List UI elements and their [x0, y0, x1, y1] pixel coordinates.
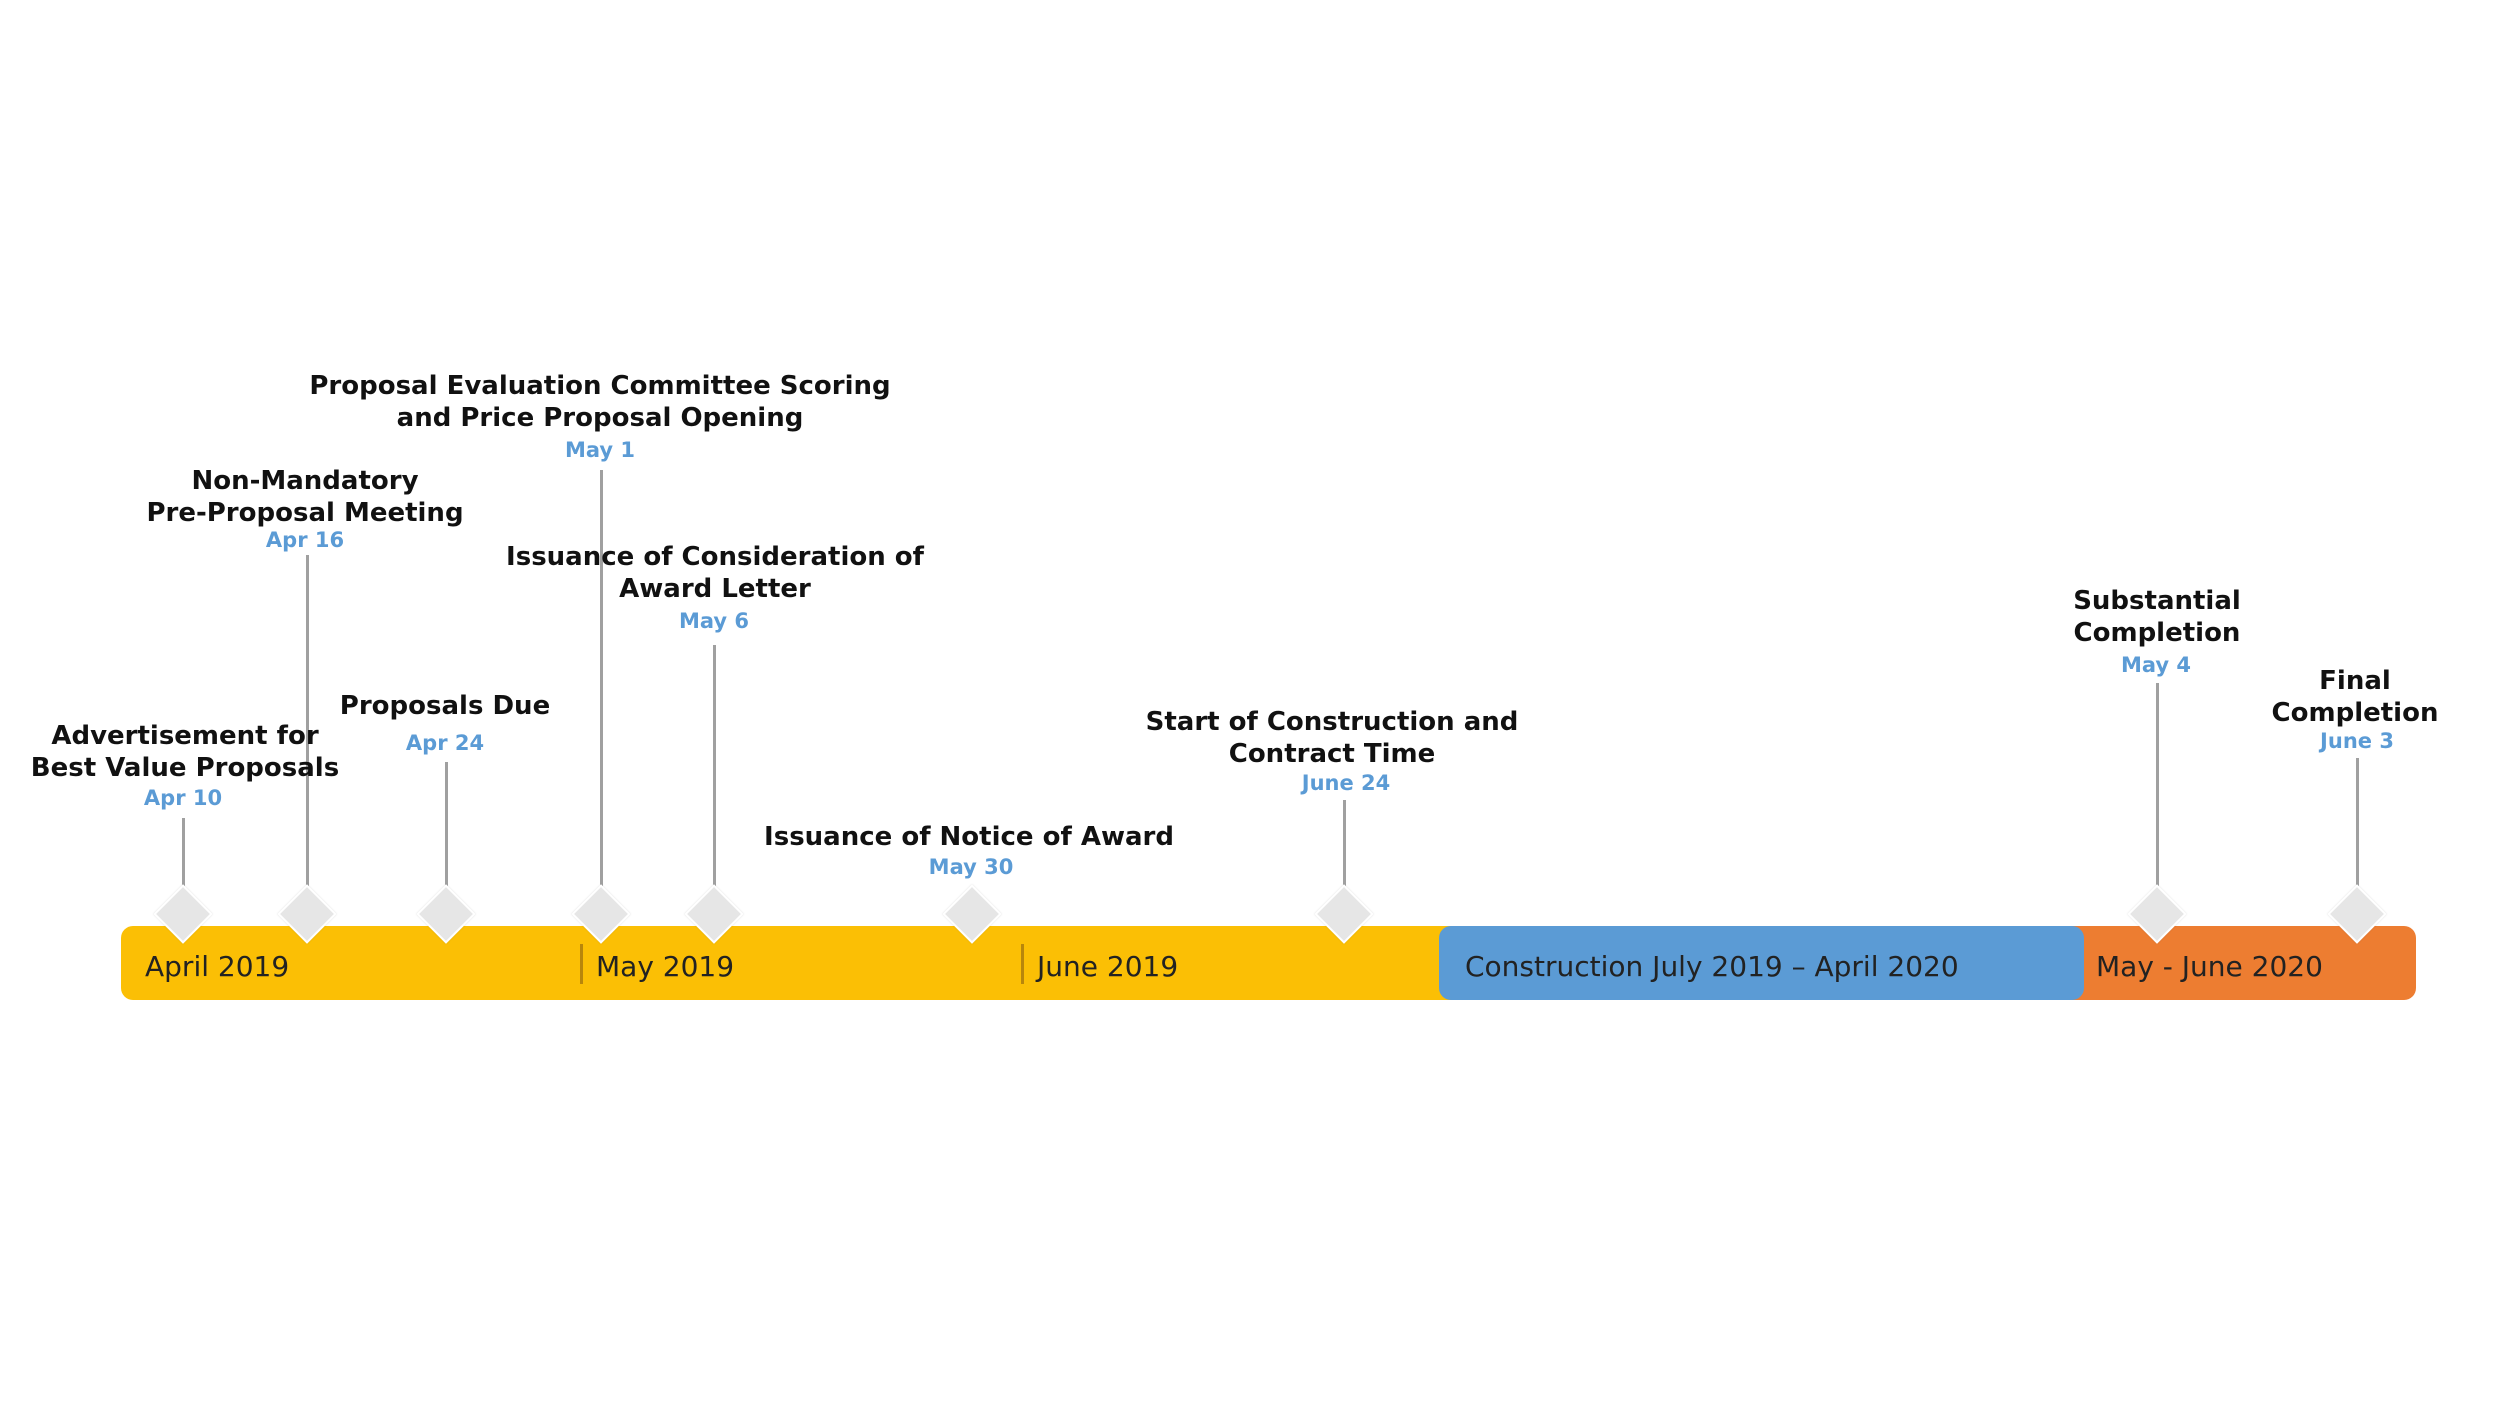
bar-label-final: May - June 2020 — [2096, 950, 2323, 983]
bar-label-june: June 2019 — [1037, 950, 1179, 983]
milestone-stem — [2156, 683, 2159, 913]
milestone-title: Non-Mandatory Pre-Proposal Meeting — [146, 466, 464, 528]
milestone-date: June 3 — [2320, 729, 2394, 753]
timeline-bar-construction — [1439, 926, 2084, 1000]
month-divider-may — [580, 944, 583, 984]
milestone-stem — [2356, 758, 2359, 913]
bar-label-may: May 2019 — [596, 950, 735, 983]
milestone-title: Substantial Completion — [2073, 586, 2241, 648]
milestone-date: May 1 — [564, 438, 636, 462]
milestone-title: Start of Construction and Contract Time — [1145, 707, 1519, 769]
bar-label-construction: Construction July 2019 – April 2020 — [1465, 950, 1959, 983]
milestone-date: Apr 16 — [265, 528, 345, 552]
milestone-title: Proposals Due — [339, 691, 551, 721]
milestone-stem — [445, 762, 448, 913]
milestone-stem — [600, 470, 603, 913]
timeline-bar-2019 — [121, 926, 1461, 1000]
milestone-date: Apr 10 — [143, 786, 223, 810]
milestone-title: Final Completion — [2271, 666, 2439, 728]
milestone-title: Issuance of Consideration of Award Lette… — [506, 542, 924, 604]
milestone-date: Apr 24 — [405, 731, 485, 755]
milestone-title: Advertisement for Best Value Proposals — [30, 721, 340, 783]
milestone-stem — [306, 555, 309, 913]
milestone-date: May 4 — [2120, 653, 2192, 677]
milestone-title: Proposal Evaluation Committee Scoring an… — [309, 371, 891, 433]
milestone-stem — [713, 645, 716, 913]
milestone-date: May 6 — [678, 609, 750, 633]
month-divider-june — [1021, 944, 1024, 984]
milestone-title: Issuance of Notice of Award — [764, 822, 1174, 852]
milestone-stem — [1343, 800, 1346, 913]
milestone-date: May 30 — [928, 855, 1014, 879]
milestone-stem — [182, 818, 185, 913]
milestone-date: June 24 — [1301, 771, 1391, 795]
bar-label-april: April 2019 — [145, 950, 290, 983]
